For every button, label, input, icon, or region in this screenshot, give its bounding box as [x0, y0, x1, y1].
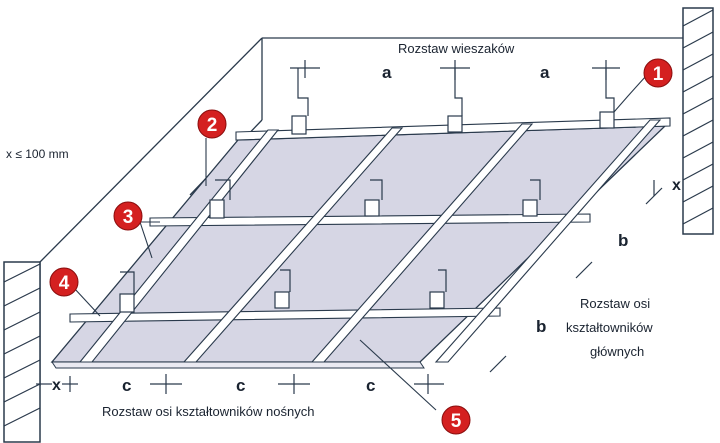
svg-text:3: 3 [123, 207, 134, 228]
dimension-a-2: a [540, 63, 550, 82]
dimension-b-1: b [618, 231, 628, 250]
dimension-a-1: a [382, 63, 392, 82]
left-wall-hatching [3, 261, 41, 443]
callout-4: 4 [49, 267, 79, 297]
dimension-c-3: c [366, 376, 375, 395]
dimension-x-right: x [672, 177, 681, 194]
bearing-profile-spacing-label: Rozstaw osi kształtowników nośnych [102, 404, 314, 419]
hangers [119, 68, 615, 313]
svg-text:5: 5 [451, 411, 462, 432]
hanger-spacing-label: Rozstaw wieszaków [398, 41, 515, 56]
callout-5: 5 [441, 405, 471, 435]
main-profile-spacing-label-2: kształtowników [566, 320, 653, 335]
dimension-c-1: c [122, 376, 131, 395]
callout-2: 2 [197, 109, 227, 139]
main-profile-spacing-label-3: głównych [590, 344, 644, 359]
main-profile-spacing-label-1: Rozstaw osi [580, 296, 650, 311]
svg-text:2: 2 [207, 115, 218, 136]
dimension-c-2: c [236, 376, 245, 395]
bearing-profiles [78, 119, 662, 363]
callout-1: 1 [643, 58, 673, 88]
callout-3: 3 [113, 201, 143, 231]
dimension-lines [36, 60, 663, 394]
leader-lines [73, 75, 647, 411]
ceiling-board-edge [51, 361, 425, 369]
right-wall-hatching [682, 7, 714, 235]
svg-text:1: 1 [653, 64, 664, 85]
edge-distance-label: x ≤ 100 mm [6, 147, 69, 161]
dimension-b-2: b [536, 317, 546, 336]
dimension-x-left: x [52, 377, 61, 394]
svg-text:4: 4 [59, 273, 70, 294]
